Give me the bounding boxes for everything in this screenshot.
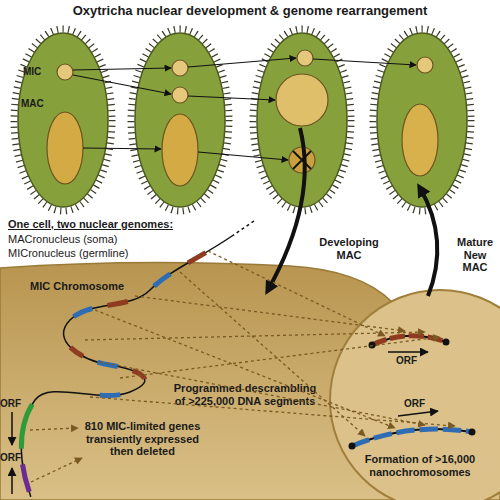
micronucleus [57,64,73,80]
nucleus-label: MAC [21,98,51,110]
cell-body [377,33,467,207]
mds-segment [21,236,232,494]
orf-arrow [11,412,13,445]
process-note: Programmed descrambling of >225,000 DNA … [170,382,320,407]
nanochromosome-segments [372,336,446,345]
lineage-arrow [313,59,416,65]
zoom-arrow [420,188,437,296]
orf-arrows [12,352,438,494]
arrow-label: Mature New MAC [450,236,500,274]
descrambling-arrow [95,310,395,428]
nanochromosomes [349,336,476,450]
mds-segment [21,236,232,494]
micronucleus [297,50,313,66]
macronucleus-outline [330,290,500,500]
process-note: 810 MIC-limited genes transiently expres… [80,420,205,458]
key-entry: MACronucleus (soma) [8,233,248,246]
mds-segment [21,236,232,494]
cell-one-nuclei [47,64,83,184]
orf-label: ORF [404,398,432,410]
cell: MIC MAC [17,32,109,208]
orf-label: ORF [396,355,424,367]
cells [135,33,467,207]
nanochromosome-line [352,429,472,446]
telomere [369,342,376,349]
lineage-arrow [188,58,296,67]
mic-limited-gene [21,236,232,494]
chromosome-line [21,236,232,494]
nanochromosome-line [372,336,446,345]
descrambling-arrow [100,362,425,425]
cilia-ring [14,29,112,211]
descrambling-arrow [90,397,455,426]
lineage-arrows [73,58,416,160]
mic-chromosome [21,221,254,500]
chromosome-continuation [30,494,32,500]
nuclei [162,50,438,186]
degraded-mark [293,151,311,169]
cell-body [135,33,225,207]
telomere [443,339,450,346]
descrambling-arrow [180,272,365,436]
descrambling-arrow [85,332,425,340]
chromosome-continuation [232,221,254,236]
mds-segment [21,236,232,494]
mds-segment [21,236,232,494]
lineage-arrow [73,68,171,70]
process-note: Formation of >16,000 nanochromosomes [350,453,490,478]
cell-body [18,33,108,207]
macronucleus [162,114,198,186]
lineage-arrow [73,75,171,94]
micronucleus [417,57,433,73]
orf-label: ORF [0,452,24,464]
developing-mac-panel: MIC ChromosomeProgrammed descrambling of… [0,262,500,500]
cell-shape [17,32,109,208]
new-macronucleus [402,104,438,176]
mds-segment [21,236,232,494]
orf-arrow [388,351,428,353]
cilia [14,29,471,211]
key-entry: MICronucleus (germline) [8,247,248,260]
zoom-arrow [268,128,305,290]
telomere [469,429,476,436]
mds-segment [21,236,232,494]
orf-arrow [398,411,438,416]
descrambling-arrow [120,337,440,378]
micronucleus [172,60,188,76]
figure-title: Oxytricha nuclear development & genome r… [0,4,500,19]
cilia-ring [253,29,351,211]
descrambling-arrow [135,296,405,331]
arrow-label: Developing MAC [318,236,380,261]
mature-mac-circle: Formation of >16,000 nanochromosomes [328,288,500,500]
gene-expression-arrow [31,458,82,482]
cilia-ring [373,29,471,211]
macronucleus [47,112,83,184]
lineage-arrow [198,152,288,160]
lineage-arrow [188,96,275,100]
cilia-ring [131,29,229,211]
nanochromosome-segments [352,429,472,446]
lineage-arrow [83,148,161,149]
descrambling-arrows [30,251,455,482]
orf-label: ORF [0,398,24,410]
micronucleus [172,87,188,103]
nucleus-label: MIC [23,66,53,78]
gene-expression-arrow [30,428,78,430]
telomere [349,443,356,450]
mds-segment [21,236,232,494]
key-heading: One cell, two nuclear genomes: [8,218,248,231]
developing-macronucleus [276,74,328,126]
orf-arrow [11,468,13,494]
cell-body [257,33,347,207]
descrambling-arrow [208,251,385,336]
mic-limited-gene [21,236,232,494]
zoom-arrows [268,128,437,296]
chromosome-label: MIC Chromosome [30,280,150,293]
old-macronucleus [289,147,315,173]
